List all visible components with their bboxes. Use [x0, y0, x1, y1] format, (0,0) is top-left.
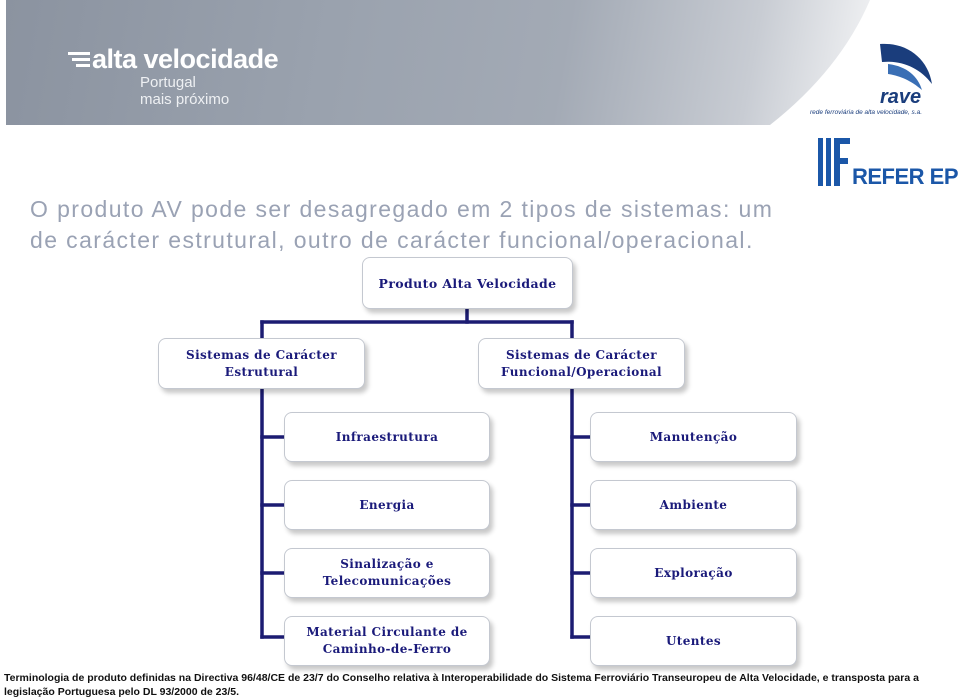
brand-stripes-icon: [68, 52, 90, 67]
slide-title-line-1: O produto AV pode ser desagregado em 2 t…: [30, 196, 774, 222]
root-node-label: Produto Alta Velocidade: [378, 275, 557, 291]
right-branch-node: Sistemas de Carácter Funcional/Operacion…: [478, 338, 685, 389]
left-child-node: Sinalização e Telecomunicações: [284, 548, 490, 598]
right-child-label: Exploração: [654, 565, 733, 580]
left-branch-label-line-2: Estrutural: [224, 364, 299, 379]
refer-logo-icon: [818, 138, 850, 186]
left-child-label: Energia: [359, 497, 415, 512]
slide-title-line-2: de carácter estrutural, outro de carácte…: [30, 227, 754, 253]
left-child-label-line-1: Material Circulante de: [306, 625, 468, 639]
rave-logo-icon: [880, 43, 932, 90]
header-banner: [6, 0, 930, 125]
header-swoosh: [770, 0, 960, 140]
left-child-node: Infraestrutura: [284, 412, 490, 462]
right-child-node: Exploração: [590, 548, 797, 598]
left-child-node: Material Circulante de Caminho-de-Ferro: [284, 616, 490, 666]
right-child-label: Manutenção: [649, 429, 738, 444]
left-child-label-line-1: Sinalização e: [340, 557, 434, 571]
left-child-label: Infraestrutura: [335, 429, 439, 444]
right-branch-label-line-2: Funcional/Operacional: [501, 364, 662, 379]
right-child-node: Ambiente: [590, 480, 797, 530]
footnote: Terminologia de produto definidas na Dir…: [4, 672, 919, 698]
right-child-node: Utentes: [590, 616, 797, 666]
rave-logo-text: rave: [880, 86, 922, 108]
brand-name: alta velocidade: [92, 44, 279, 74]
left-child-node: Energia: [284, 480, 490, 530]
right-child-label: Ambiente: [659, 497, 728, 512]
right-branch-label-line-1: Sistemas de Carácter: [505, 347, 657, 362]
left-branch-label-line-1: Sistemas de Carácter: [186, 347, 337, 362]
left-branch-node: Sistemas de Carácter Estrutural: [158, 338, 365, 389]
right-child-node: Manutenção: [590, 412, 797, 462]
refer-logo-text: REFER EP: [852, 164, 959, 189]
brand-tagline-2: mais próximo: [140, 91, 230, 108]
left-child-label-line-2: Caminho-de-Ferro: [322, 642, 452, 656]
rave-caption: rede ferroviária de alta velocidade, s.a…: [810, 109, 923, 116]
left-child-label-line-2: Telecomunicações: [322, 574, 452, 588]
root-node: Produto Alta Velocidade: [362, 257, 573, 309]
brand-tagline-1: Portugal: [140, 74, 196, 91]
right-child-label: Utentes: [665, 633, 722, 648]
